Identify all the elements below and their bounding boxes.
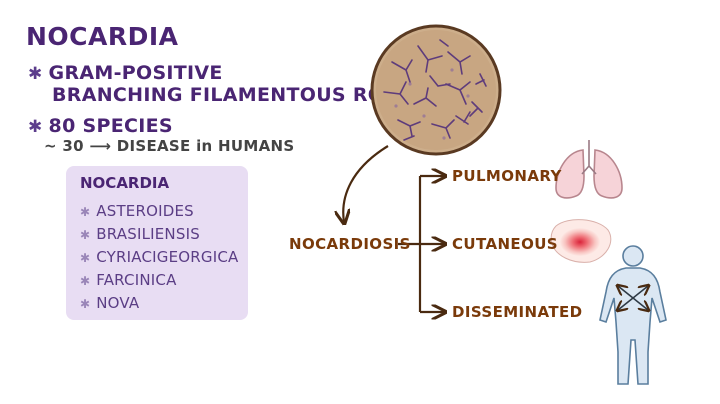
microscope-view-icon [370,24,502,156]
asterisk-icon: ✱ [28,117,43,137]
spread-arrows [618,286,648,310]
asterisk-icon: ✱ [28,64,43,84]
page-title: NOCARDIA [26,22,179,51]
form-label-pulmonary: PULMONARY [452,167,562,185]
asterisk-icon: ✱ [80,228,91,242]
skin-lesion-icon [550,219,612,263]
species-item: ✱ BRASILIENSIS [80,225,200,243]
arrow-curved [343,145,389,222]
lungs-icon [555,140,623,199]
species-item-label: NOVA [96,294,140,312]
point-line: 80 SPECIES [48,115,173,137]
form-label-cutaneous: CUTANEOUS [452,235,558,253]
asterisk-icon: ✱ [80,205,91,219]
species-item: ✱ ASTEROIDES [80,202,194,220]
species-item: ✱ CYRIACIGEORGICA [80,248,239,266]
asterisk-icon: ✱ [80,251,91,265]
species-note: ~ 30 ⟶ DISEASE in HUMANS [44,137,295,155]
species-item-label: BRASILIENSIS [96,225,200,243]
point-line: GRAM-POSITIVE [48,62,223,84]
species-item-label: CYRIACIGEORGICA [96,248,239,266]
species-item-label: ASTEROIDES [96,202,194,220]
disease-label: NOCARDIOSIS [289,235,411,253]
asterisk-icon: ✱ [80,297,91,311]
point-80-species: ✱80 SPECIES [28,115,173,138]
species-item-label: FARCINICA [96,271,177,289]
species-box [66,166,248,320]
species-item: ✱ FARCINICA [80,271,177,289]
form-label-disseminated: DISSEMINATED [452,303,583,321]
asterisk-icon: ✱ [80,274,91,288]
point-gram-positive: ✱GRAM-POSITIVE [28,62,223,85]
species-box-heading: NOCARDIA [80,174,170,192]
species-item: ✱ NOVA [80,294,139,312]
human-body-icon [599,245,667,385]
point-branching: BRANCHING FILAMENTOUS RODS [52,84,415,106]
